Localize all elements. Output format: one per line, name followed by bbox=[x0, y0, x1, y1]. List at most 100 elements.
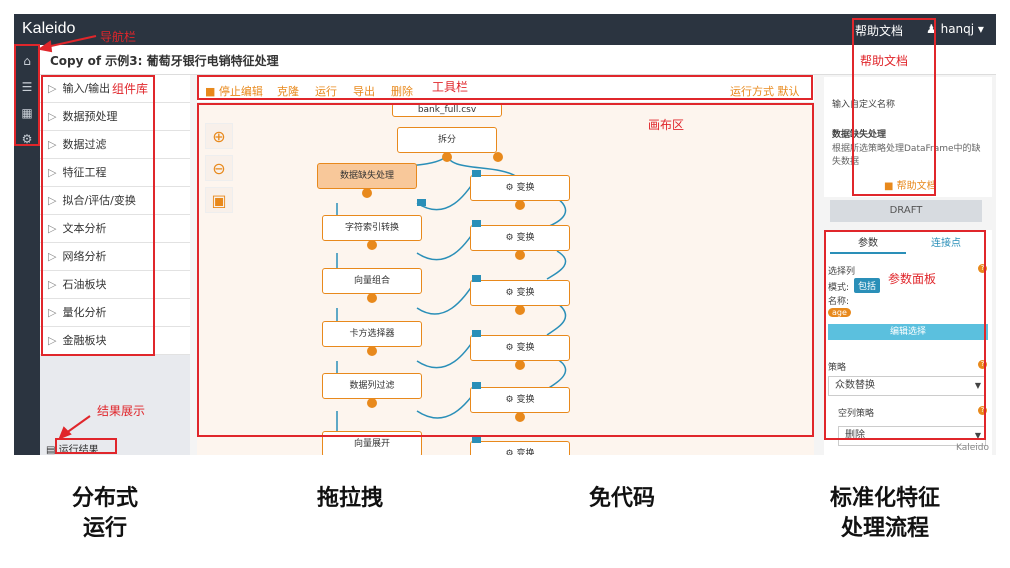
model-port[interactable] bbox=[417, 199, 426, 206]
output-port[interactable] bbox=[515, 412, 525, 422]
help-icon[interactable]: ? bbox=[978, 264, 987, 273]
arrow-head bbox=[37, 40, 53, 53]
delete-button[interactable]: 删除 bbox=[391, 85, 413, 98]
footer-brand: Kaleido bbox=[956, 443, 990, 453]
chevron-right-icon: ▷ bbox=[48, 82, 57, 95]
user-name: hanqj ▾ bbox=[940, 22, 984, 36]
fit-screen-icon[interactable]: ▣ bbox=[205, 187, 233, 213]
output-port[interactable] bbox=[367, 398, 377, 408]
column-tag: age bbox=[828, 308, 851, 317]
gears-icon[interactable]: ⚙ bbox=[21, 132, 33, 146]
chevron-right-icon: ▷ bbox=[48, 306, 57, 319]
output-port[interactable] bbox=[515, 360, 525, 370]
user-menu[interactable]: ♟ hanqj ▾ bbox=[926, 22, 984, 36]
model-port[interactable] bbox=[472, 330, 481, 337]
run-results-link[interactable]: ▤ 运行结果 bbox=[46, 445, 99, 455]
transform-node[interactable]: ⚙ 变换 bbox=[470, 335, 570, 361]
annotation-help-label: 帮助文档 bbox=[860, 54, 909, 68]
chevron-right-icon: ▷ bbox=[48, 334, 57, 347]
list-icon[interactable]: ☰ bbox=[21, 80, 33, 94]
annotation-navbar-label: 导航栏 bbox=[100, 30, 137, 44]
tab-connect[interactable]: 连接点 bbox=[931, 238, 961, 249]
model-port[interactable] bbox=[472, 220, 481, 227]
left-icon-nav: ⌂ ☰ ▦ ⚙ bbox=[14, 45, 40, 455]
caption-standard-flow: 标准化特征 处理流程 bbox=[829, 486, 940, 541]
annotation-canvas-label: 画布区 bbox=[648, 118, 685, 132]
output-port[interactable] bbox=[367, 293, 377, 303]
node-description: 根据所选策略处理DataFrame中的缺失数据 bbox=[832, 144, 981, 167]
model-port[interactable] bbox=[472, 170, 481, 177]
help-docs-button[interactable]: ■ 帮助文档 bbox=[884, 181, 937, 192]
annotation-results-box bbox=[55, 438, 117, 454]
title-bar: Copy of 示例3: 葡萄牙银行电销特征处理 bbox=[40, 45, 996, 75]
transform-node[interactable]: ⚙ 变换 bbox=[470, 387, 570, 413]
gears-icon: ⚙ bbox=[505, 343, 514, 353]
workflow-canvas[interactable]: ⊕ ⊖ ▣ bank_full.csv 拆分 数据缺失处理 字符索引转换 向量组… bbox=[197, 103, 814, 455]
stop-edit-button[interactable]: ■ 停止编辑 bbox=[205, 85, 263, 98]
output-port[interactable] bbox=[493, 152, 503, 162]
home-icon[interactable]: ⌂ bbox=[23, 54, 31, 68]
model-port[interactable] bbox=[472, 436, 481, 443]
zoom-out-icon[interactable]: ⊖ bbox=[205, 155, 233, 181]
library-item[interactable]: ▷输入/输出 bbox=[40, 75, 190, 103]
strategy-select[interactable]: 众数替换▼ bbox=[828, 376, 986, 396]
clone-button[interactable]: 克隆 bbox=[277, 85, 299, 98]
library-item[interactable]: ▷量化分析 bbox=[40, 299, 190, 327]
annotation-params-box bbox=[824, 230, 986, 440]
library-item[interactable]: ▷拟合/评估/变换 bbox=[40, 187, 190, 215]
mode-label: 模式: bbox=[828, 283, 850, 293]
help-icon[interactable]: ? bbox=[978, 360, 987, 369]
gears-icon: ⚙ bbox=[505, 449, 514, 455]
transform-node[interactable]: ⚙ 变换 bbox=[470, 175, 570, 201]
component-library: ▷输入/输出 ▷数据预处理 ▷数据过滤 ▷特征工程 ▷拟合/评估/变换 ▷文本分… bbox=[40, 75, 190, 455]
output-port[interactable] bbox=[515, 250, 525, 260]
empty-strategy-select[interactable]: 删除▼ bbox=[838, 426, 986, 446]
model-port[interactable] bbox=[472, 275, 481, 282]
library-item[interactable]: ▷特征工程 bbox=[40, 159, 190, 187]
annotation-params-label: 参数面板 bbox=[888, 272, 937, 286]
name-label: 名称: bbox=[828, 297, 850, 307]
select-column-label: 选择列 bbox=[828, 267, 856, 277]
input-name-label[interactable]: 输入自定义名称 bbox=[832, 100, 896, 110]
zoom-in-icon[interactable]: ⊕ bbox=[205, 123, 233, 149]
draft-badge: DRAFT bbox=[830, 200, 982, 222]
chevron-right-icon: ▷ bbox=[48, 250, 57, 263]
run-button[interactable]: 运行 bbox=[315, 85, 337, 98]
annotation-library-box bbox=[41, 75, 155, 356]
library-item[interactable]: ▷网络分析 bbox=[40, 243, 190, 271]
chevron-right-icon: ▷ bbox=[48, 166, 57, 179]
empty-strategy-label: 空列策略 bbox=[838, 409, 875, 419]
table-icon[interactable]: ▦ bbox=[21, 106, 33, 120]
chevron-right-icon: ▷ bbox=[48, 138, 57, 151]
split-node[interactable]: 拆分 bbox=[397, 127, 497, 153]
output-port[interactable] bbox=[515, 200, 525, 210]
tab-params[interactable]: 参数 bbox=[830, 234, 906, 254]
help-docs-link[interactable]: 帮助文档 bbox=[855, 24, 904, 38]
workflow-node[interactable]: 数据列过滤 bbox=[322, 373, 422, 399]
library-item[interactable]: ▷金融板块 bbox=[40, 327, 190, 355]
library-item[interactable]: ▷数据预处理 bbox=[40, 103, 190, 131]
output-port[interactable] bbox=[362, 188, 372, 198]
run-mode-select[interactable]: 运行方式 默认 bbox=[730, 85, 800, 98]
output-port[interactable] bbox=[515, 305, 525, 315]
annotation-library-label: 组件库 bbox=[112, 82, 149, 96]
gears-icon: ⚙ bbox=[505, 395, 514, 405]
library-item[interactable]: ▷文本分析 bbox=[40, 215, 190, 243]
app-screenshot: Kaleido 帮助文档 ♟ hanqj ▾ ⌂ ☰ ▦ ⚙ Copy of 示… bbox=[14, 14, 996, 455]
export-button[interactable]: 导出 bbox=[353, 85, 375, 98]
transform-node[interactable]: ⚙ 变换 bbox=[470, 441, 570, 455]
output-port[interactable] bbox=[367, 346, 377, 356]
output-port[interactable] bbox=[367, 240, 377, 250]
caption-distributed: 分布式 运行 bbox=[71, 486, 138, 541]
help-icon[interactable]: ? bbox=[978, 406, 987, 415]
output-port[interactable] bbox=[442, 152, 452, 162]
chevron-right-icon: ▷ bbox=[48, 110, 57, 123]
edit-selection-button[interactable]: 编辑选择 bbox=[828, 324, 988, 340]
edge bbox=[546, 302, 567, 336]
library-item[interactable]: ▷石油板块 bbox=[40, 271, 190, 299]
chevron-right-icon: ▷ bbox=[48, 278, 57, 291]
model-port[interactable] bbox=[472, 382, 481, 389]
annotation-help-box bbox=[852, 18, 936, 196]
library-item[interactable]: ▷数据过滤 bbox=[40, 131, 190, 159]
